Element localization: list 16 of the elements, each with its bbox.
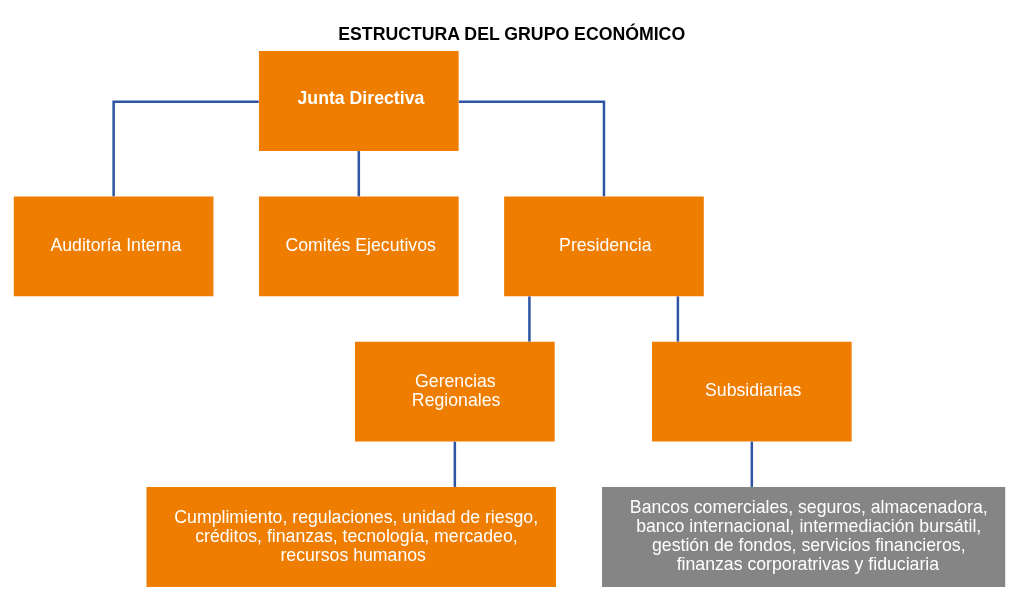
- connector: [750, 441, 754, 487]
- diagram-title: ESTRUCTURA DEL GRUPO ECONÓMICO: [338, 24, 686, 44]
- node-box: Comités Ejecutivos: [258, 196, 459, 297]
- connector: [112, 100, 259, 197]
- connector: [453, 441, 457, 487]
- connector: [676, 296, 680, 342]
- connector: [357, 151, 361, 197]
- connector: [458, 100, 606, 197]
- node-box: Subsidiarias: [652, 341, 852, 442]
- node-box: Bancos comerciales, seguros, almacenadora, banco internacional, intermediación bursátil, gestión de fondos, servicios financieros, finanzas corporatrivas y fiduciaria: [602, 487, 1006, 587]
- node-box: Junta Directiva: [258, 51, 459, 151]
- connector: [528, 296, 531, 342]
- node-box: Gerencias Regionales: [355, 341, 555, 442]
- node-box: Presidencia: [504, 196, 704, 297]
- node-box: Auditoría Interna: [13, 196, 214, 297]
- node-box: Cumplimiento, regulaciones, unidad de riesgo, créditos, finanzas, tecnología, mercadeo, recursos humanos: [146, 487, 556, 587]
